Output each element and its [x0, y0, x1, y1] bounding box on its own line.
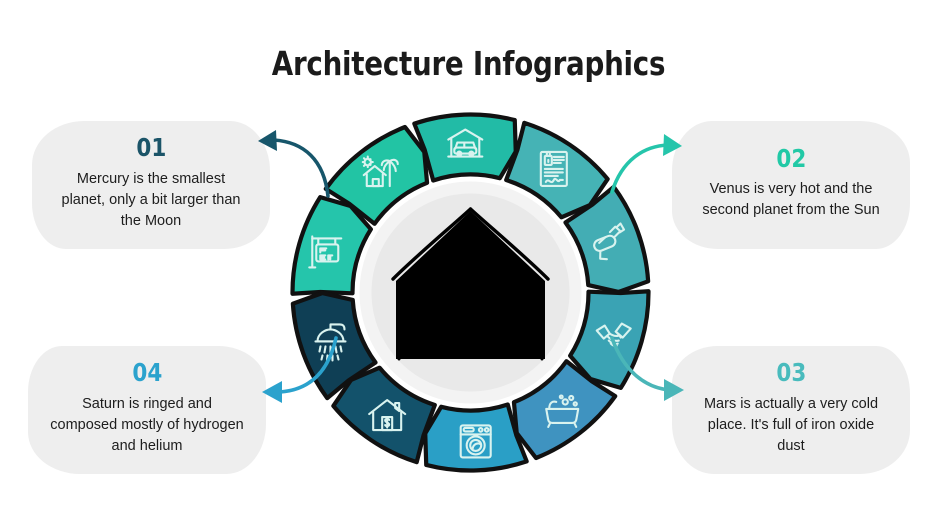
garage-car-icon [447, 128, 484, 158]
house-value-icon [368, 398, 407, 432]
card-body-01: Mercury is the smallest planet, only a b… [61, 170, 241, 229]
card-number-02: 02 [776, 143, 806, 173]
shower-head-icon [314, 323, 347, 362]
card-number-04: 04 [132, 358, 162, 388]
arrow-to-card-04 [262, 336, 338, 403]
paint-roller-icon [593, 222, 626, 261]
house-icon [391, 207, 550, 361]
contract-document-icon [539, 150, 568, 188]
info-card-03[interactable]: 03 Mars is actually a very cold place. I… [672, 346, 910, 474]
card-number-03: 03 [776, 358, 806, 388]
arrow-to-card-02 [610, 134, 682, 194]
arrow-to-card-03 [610, 336, 684, 401]
for-rent-sign-icon [308, 235, 343, 269]
washing-machine-icon [459, 424, 492, 459]
card-body-04: Saturn is ringed and composed mostly of … [50, 395, 244, 454]
card-body-03: Mars is actually a very cold place. It's… [703, 395, 879, 454]
page-title: Architecture Infographics [271, 44, 666, 83]
info-card-02[interactable]: 02 Venus is very hot and the second plan… [672, 121, 910, 249]
wheel-segment-icons [308, 128, 632, 459]
info-card-04[interactable]: 04 Saturn is ringed and composed mostly … [28, 346, 266, 474]
card-number-01: 01 [136, 133, 166, 163]
card-body-02: Venus is very hot and the second planet … [702, 181, 880, 219]
cycle-wheel-diagram [283, 105, 658, 480]
vacation-house-icon [361, 155, 399, 188]
bathtub-icon [545, 394, 580, 428]
arrow-to-card-01 [258, 130, 330, 198]
info-card-01[interactable]: 01 Mercury is the smallest planet, only … [32, 121, 270, 249]
wheel-segment-8[interactable] [423, 402, 529, 473]
